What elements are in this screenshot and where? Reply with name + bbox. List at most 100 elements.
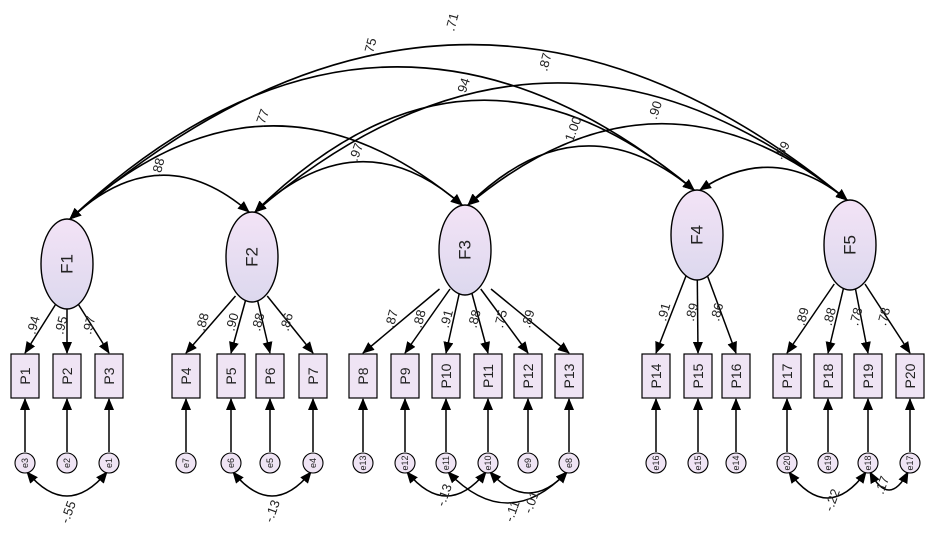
error-covariance-label-e18-e17: .17 [872, 474, 892, 496]
indicator-label-p16: P16 [728, 363, 744, 388]
label-layer: .88.77.75.71.97.94.871.00.90.89.94P1e3.9… [17, 11, 918, 525]
loading-arrow-p1 [24, 302, 58, 354]
indicator-box-p14 [641, 353, 671, 399]
loading-arrow-p7 [266, 295, 314, 354]
loading-arrow-p12 [480, 288, 529, 354]
factor-ellipse-f4 [670, 189, 724, 281]
error-covariance-label-e6-e4: -.13 [261, 498, 283, 524]
indicator-box-p16 [721, 353, 751, 399]
error-label-e18: e18 [863, 455, 873, 470]
error-label-e4: e4 [308, 458, 318, 468]
error-circle-e8 [558, 452, 580, 474]
indicator-box-p2 [52, 353, 82, 399]
error-label-e11: e11 [441, 456, 451, 470]
indicator-label-p3: P3 [101, 367, 117, 384]
indicator-label-p20: P20 [902, 363, 918, 388]
loading-label-p14: .91 [654, 301, 673, 322]
error-label-e17: e17 [905, 455, 915, 470]
loading-label-p17: .89 [793, 306, 812, 327]
loading-arrow-p18 [825, 283, 846, 354]
error-circle-e4 [302, 452, 324, 474]
loading-arrow-p16 [706, 273, 737, 354]
loading-arrow-p9 [404, 288, 451, 354]
loading-arrow-p20 [864, 283, 911, 354]
error-covariance-label-e11-e8: -.11 [501, 498, 522, 523]
loading-arrow-p3 [76, 302, 110, 354]
indicator-label-p4: P4 [178, 367, 194, 384]
loading-arrow-p10 [443, 288, 461, 354]
error-label-e5: e5 [265, 458, 275, 468]
factor-label-f4: F4 [688, 225, 707, 245]
indicator-box-p19 [853, 353, 883, 399]
loading-label-p7: .86 [277, 311, 296, 332]
indicator-box-p1 [10, 353, 40, 399]
loading-label-p19: .78 [846, 306, 865, 327]
factor-ellipse-f3 [438, 204, 492, 296]
error-circle-e13 [352, 452, 374, 474]
correlation-arc-f3-f4 [467, 145, 695, 206]
correlation-label-f2-f3: .97 [346, 141, 366, 163]
indicator-label-p14: P14 [648, 363, 664, 388]
indicator-label-p7: P7 [305, 367, 321, 384]
loading-arrow-p4 [185, 295, 237, 354]
error-label-e12: e12 [400, 455, 410, 470]
indicator-box-p6 [255, 353, 285, 399]
error-covariance-e6-e4 [232, 471, 312, 497]
loading-label-p12: .75 [491, 308, 510, 329]
error-covariance-e3-e1 [26, 471, 108, 497]
indicator-box-p13 [554, 353, 584, 399]
indicator-box-p10 [431, 353, 461, 399]
error-label-e3: e3 [20, 458, 30, 468]
error-covariance-label-e3-e1: -.55 [57, 499, 79, 525]
correlation-arc-f4-f5 [699, 166, 848, 201]
indicator-box-p9 [390, 353, 420, 399]
error-label-e8: e8 [564, 458, 574, 468]
correlation-label-f3-f4: 1.00 [562, 115, 585, 144]
error-circle-e18 [857, 452, 879, 474]
error-label-e14: e14 [731, 455, 741, 470]
indicator-label-p10: P10 [438, 363, 454, 388]
error-circle-e17 [899, 452, 921, 474]
indicator-label-p19: P19 [860, 363, 876, 388]
indicator-label-p13: P13 [561, 363, 577, 388]
indicator-box-p4 [171, 353, 201, 399]
loading-label-p10: .91 [437, 308, 456, 329]
factor-ellipse-f1 [40, 218, 94, 310]
error-covariance-label-e10-e8: -.01 [520, 489, 542, 515]
loading-arrow-p15 [692, 273, 703, 354]
loading-label-p6: .88 [248, 311, 267, 332]
loading-label-p13: .89 [518, 308, 537, 329]
correlation-label-f1-f5: .71 [442, 11, 461, 32]
correlation-label-f1-f4: .75 [360, 36, 379, 57]
error-label-e16: e16 [651, 455, 661, 470]
error-label-e9: e9 [523, 458, 533, 468]
loading-label-p4: .88 [193, 311, 212, 332]
error-label-e7: e7 [181, 458, 191, 468]
correlation-arc-f2-f5 [254, 82, 848, 213]
loading-label-p5: .90 [223, 311, 242, 332]
loading-arrow-p13 [490, 288, 570, 354]
loading-label-p16: .86 [707, 301, 726, 322]
error-covariance-e20-e18 [788, 471, 867, 499]
error-circle-e14 [725, 452, 747, 474]
error-circle-e11 [435, 452, 457, 474]
error-covariance-e18-e17 [869, 471, 909, 491]
loading-label-p2: .95 [51, 314, 70, 335]
indicator-label-p6: P6 [262, 367, 278, 384]
indicator-label-p12: P12 [520, 363, 536, 388]
indicator-label-p5: P5 [223, 367, 239, 384]
loading-arrow-p11 [470, 288, 490, 354]
loading-label-p8: .87 [382, 308, 401, 329]
error-circle-e9 [517, 452, 539, 474]
indicator-label-p15: P15 [690, 363, 706, 388]
loading-label-p18: .88 [820, 306, 839, 327]
error-label-e20: e20 [782, 455, 792, 470]
error-label-e13: e13 [358, 455, 368, 470]
factor-label-f3: F3 [456, 240, 475, 260]
error-circle-e7 [175, 452, 197, 474]
error-circle-e10 [477, 452, 499, 474]
loading-label-p20: .78 [874, 306, 893, 327]
error-label-e15: e15 [693, 455, 703, 470]
error-label-e1: e1 [104, 458, 114, 468]
